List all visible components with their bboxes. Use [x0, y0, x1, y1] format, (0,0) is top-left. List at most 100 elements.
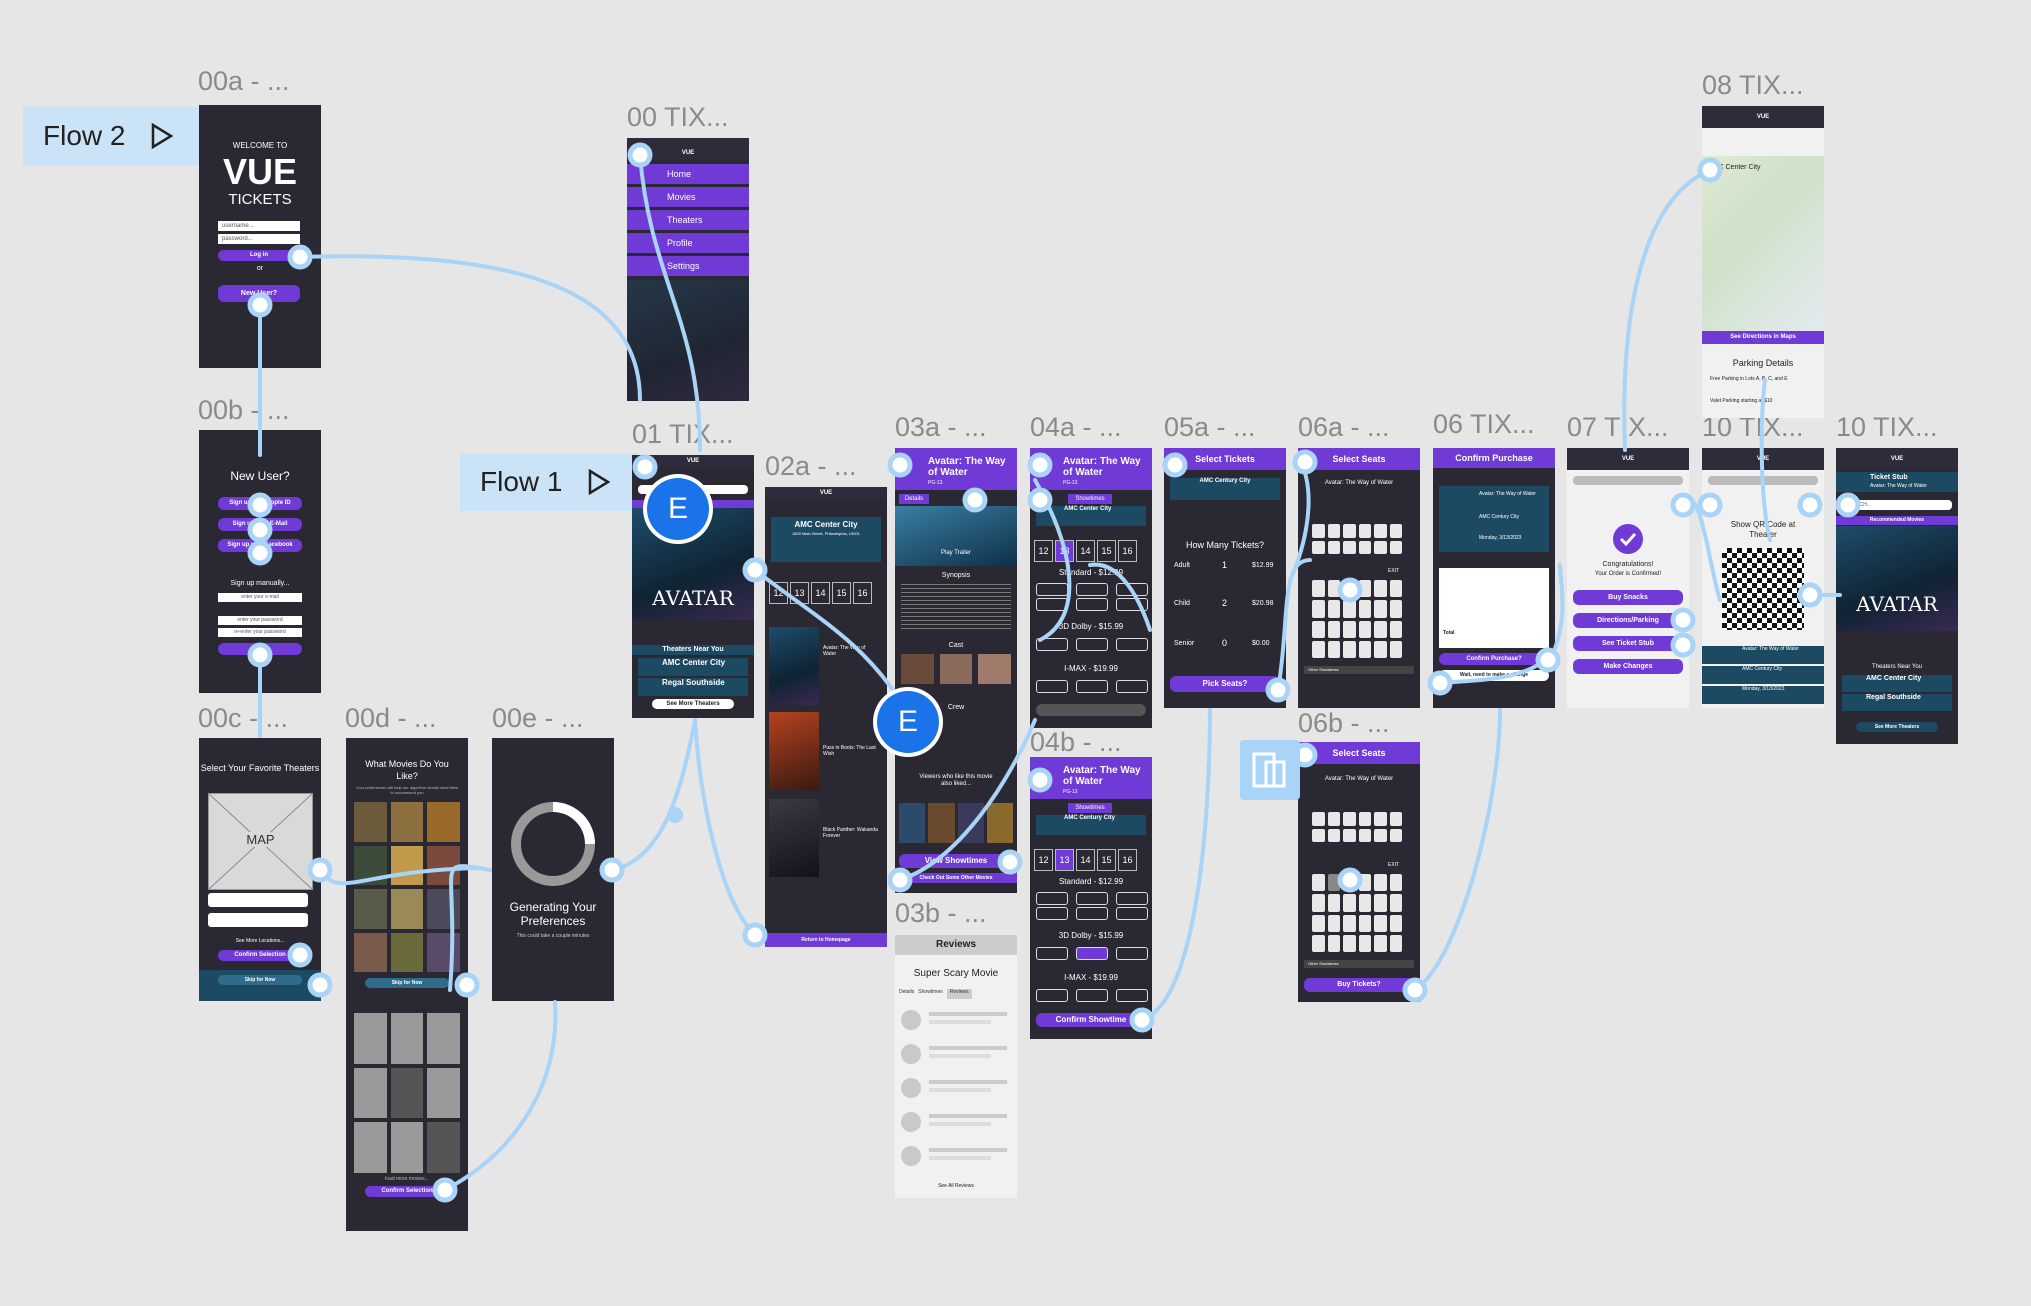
date-15[interactable]: 15	[1097, 849, 1116, 871]
trailer[interactable]: Play Trailer	[895, 506, 1017, 566]
seat-map-bottom[interactable]	[1312, 580, 1402, 658]
showtime-slot[interactable]	[1076, 989, 1108, 1002]
return-home-button[interactable]: Return to Homepage	[765, 933, 887, 947]
theater-card-regal[interactable]: Regal Southside	[1842, 694, 1952, 711]
pick-seats-button[interactable]: Pick Seats?	[1170, 676, 1280, 692]
theater-card[interactable]: AMC Center City	[1036, 506, 1146, 526]
date-15[interactable]: 15	[832, 582, 851, 604]
showtime-slot[interactable]	[1076, 680, 1108, 693]
seat-map-bottom[interactable]	[1312, 874, 1402, 952]
date-14[interactable]: 14	[1076, 849, 1095, 871]
see-more-theaters-button[interactable]: See More Theaters	[652, 699, 734, 709]
buy-tickets-button[interactable]: Buy Tickets?	[1304, 978, 1414, 992]
movie-poster-grid[interactable]	[354, 802, 460, 972]
confirm-selection-button[interactable]: Confirm Selection	[365, 1186, 449, 1197]
reenter-password-field[interactable]: re-enter your password	[218, 628, 302, 637]
screen-00c-theaters[interactable]: Select Your Favorite Theaters MAP See Mo…	[199, 738, 321, 1001]
see-directions-button[interactable]: See Directions in Maps	[1702, 331, 1824, 344]
menu-item-home[interactable]: Home	[627, 164, 749, 184]
showtime-slot[interactable]	[1036, 892, 1068, 905]
skip-bar[interactable]: Skip for Now	[199, 970, 321, 1001]
flow-1-start[interactable]: Flow 1	[460, 453, 638, 511]
adult-count[interactable]: 1	[1222, 560, 1228, 570]
theater-card[interactable]: AMC Century City	[1036, 815, 1146, 835]
screen-03b-reviews[interactable]: Reviews Super Scary Movie Details Showti…	[895, 935, 1017, 1198]
showtime-slot[interactable]	[1076, 583, 1108, 596]
confirm-selection-button[interactable]: Confirm Selection	[218, 950, 302, 961]
screen-00-menu[interactable]: VUE Home Movies Theaters Profile Setting…	[627, 138, 749, 401]
see-all-reviews[interactable]: See All Reviews	[938, 1183, 974, 1189]
showtime-slot[interactable]	[1036, 680, 1068, 693]
showtime-slot-selected[interactable]	[1076, 947, 1108, 960]
make-change-button[interactable]: Wait, need to make a change	[1439, 670, 1549, 681]
screen-00d-movie-prefs[interactable]: What Movies Do You Like? Your preference…	[346, 738, 468, 1231]
login-button[interactable]: Log in	[218, 250, 300, 261]
see-more-theaters-button[interactable]: See More Theaters	[1856, 722, 1938, 732]
seat-map-top[interactable]	[1312, 812, 1402, 842]
menu-item-movies[interactable]: Movies	[627, 187, 749, 207]
skip-button[interactable]: Skip for Now	[365, 978, 449, 988]
directions-parking-button[interactable]: Directions/Parking	[1573, 613, 1683, 628]
screen-07-confirmed[interactable]: VUE Congratulations! Your Order is Confi…	[1567, 448, 1689, 708]
showtime-slot[interactable]	[1116, 989, 1148, 1002]
screen-00e-generating[interactable]: Generating Your Preferences This could t…	[492, 738, 614, 1001]
review-tabs[interactable]: Details Showtimes Reviews	[899, 989, 1013, 999]
showtime-slot[interactable]	[1076, 638, 1108, 651]
child-count[interactable]: 2	[1222, 598, 1228, 608]
tab-details[interactable]: Details	[899, 989, 915, 995]
screen-04b-showtimes[interactable]: Avatar: The Way of Water PG-13 Showtimes…	[1030, 757, 1152, 1039]
date-16[interactable]: 16	[1118, 849, 1137, 871]
password-field[interactable]: password...	[218, 234, 300, 244]
showtime-slot[interactable]	[1076, 598, 1108, 611]
screen-06a-seats[interactable]: Select Seats Avatar: The Way of Water EX…	[1298, 448, 1420, 708]
tab-showtimes[interactable]: Showtimes	[1068, 494, 1112, 504]
ticket-stub-banner[interactable]: Ticket Stub Avatar: The Way of Water	[1836, 472, 1958, 492]
tab-reviews[interactable]: Reviews	[946, 989, 972, 999]
menu-item-settings[interactable]: Settings	[627, 256, 749, 276]
screen-00a-login[interactable]: WELCOME TO VUE TICKETS username... passw…	[199, 105, 321, 368]
showtime-slot[interactable]	[1036, 907, 1068, 920]
make-changes-button[interactable]: Make Changes	[1573, 659, 1683, 674]
also-liked-posters[interactable]	[899, 803, 1013, 843]
tab-details[interactable]: Details	[899, 494, 929, 504]
skip-button[interactable]: Skip for Now	[218, 975, 302, 985]
showtime-slot[interactable]	[1036, 638, 1068, 651]
date-16[interactable]: 16	[853, 582, 872, 604]
showtime-slot[interactable]	[1116, 598, 1148, 611]
load-more-link[interactable]: load more movies...	[385, 1176, 429, 1182]
map-view[interactable]: AMC Center City	[1702, 156, 1824, 336]
date-16[interactable]: 16	[1118, 540, 1137, 562]
date-14[interactable]: 14	[1076, 540, 1095, 562]
theater-checkbox-row[interactable]	[208, 913, 308, 927]
flow-2-start[interactable]: Flow 2	[23, 107, 201, 165]
password-field[interactable]: enter your password	[218, 616, 302, 625]
date-12[interactable]: 12	[1034, 849, 1053, 871]
see-more-locations[interactable]: See More Locations...	[235, 938, 285, 944]
date-12[interactable]: 12	[1034, 540, 1053, 562]
showtime-slot[interactable]	[1036, 947, 1068, 960]
date-13[interactable]: 13	[1055, 849, 1074, 871]
editor-avatar-badge[interactable]: E	[647, 478, 709, 540]
theater-card-regal[interactable]: Regal Southside	[638, 678, 748, 696]
email-field[interactable]: enter your e-mail	[218, 593, 302, 602]
confirm-showtime-button[interactable]: Confirm Showtime	[1036, 1013, 1146, 1027]
tab-showtimes[interactable]: Showtimes	[1068, 803, 1112, 813]
see-ticket-stub-button[interactable]: See Ticket Stub	[1573, 636, 1683, 651]
movie-poster-avatar[interactable]	[769, 627, 819, 705]
device-frame-icon[interactable]	[1240, 740, 1300, 800]
showtime-slot[interactable]	[1036, 989, 1068, 1002]
username-field[interactable]: username...	[218, 221, 300, 231]
screen-08-parking[interactable]: VUE AMC Center City See Directions in Ma…	[1702, 106, 1824, 418]
senior-count[interactable]: 0	[1222, 638, 1228, 648]
showtime-slot[interactable]	[1116, 583, 1148, 596]
menu-item-theaters[interactable]: Theaters	[627, 210, 749, 230]
showtime-slot[interactable]	[1076, 892, 1108, 905]
play-trailer[interactable]: Play Trailer	[940, 550, 971, 556]
buy-snacks-button[interactable]: Buy Snacks	[1573, 590, 1683, 605]
other-showtimes-bar[interactable]: Other Showtimes	[1304, 666, 1414, 674]
date-14[interactable]: 14	[811, 582, 830, 604]
showtime-slot[interactable]	[1116, 947, 1148, 960]
featured-movie-poster[interactable]: AVATAR	[1836, 526, 1958, 631]
